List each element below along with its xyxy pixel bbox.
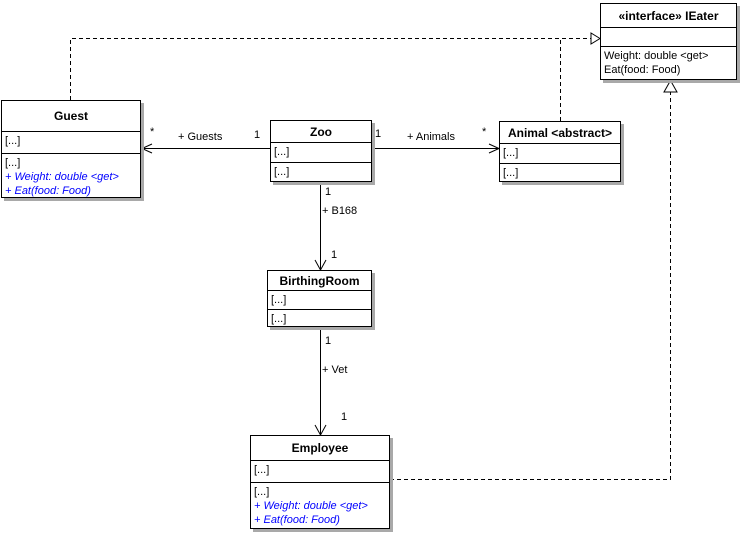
class-member[interactable]: Weight: double <get> (604, 50, 709, 62)
class-title-animal[interactable]: Animal <abstract> (507, 125, 613, 140)
class-box-birthingroom[interactable]: BirthingRoom [...] [...] (267, 270, 372, 327)
association-animals-name-label[interactable]: + Animals (407, 131, 455, 143)
class-attributes-section-guest: [...] (2, 131, 140, 153)
class-attributes-section-zoo: [...] (271, 142, 371, 162)
class-member[interactable]: [...] (5, 156, 21, 169)
realization-line-employee-ieater[interactable] (390, 92, 671, 480)
class-member[interactable]: [...] (5, 135, 21, 147)
class-box-guest[interactable]: Guest [...] [...] + Weight: double <get>… (1, 100, 141, 198)
class-title-employee[interactable]: Employee (291, 441, 349, 455)
association-vet-source-mult[interactable]: 1 (325, 335, 332, 347)
association-guests-name-label[interactable]: + Guests (178, 131, 223, 143)
class-member[interactable]: [...] (274, 166, 290, 178)
association-b168-target-mult[interactable]: 1 (331, 249, 338, 261)
class-operations-section-animal: [...] (500, 163, 620, 181)
class-title-guest[interactable]: Guest (53, 109, 88, 123)
class-operations-section-guest: [...] + Weight: double <get> + Eat(food:… (2, 152, 140, 197)
class-box-employee[interactable]: Employee [...] [...] + Weight: double <g… (250, 435, 390, 529)
class-box-ieater[interactable]: «interface» IEater Weight: double <get> … (600, 3, 737, 80)
class-title-birthingroom[interactable]: BirthingRoom (279, 273, 360, 288)
association-line-zoo-animal[interactable] (372, 143, 501, 154)
class-member[interactable]: [...] (254, 464, 270, 476)
class-member[interactable]: [...] (271, 294, 287, 306)
class-member[interactable]: [...] (254, 486, 270, 498)
association-animals-source-mult[interactable]: 1 (375, 128, 382, 140)
association-guests-target-mult[interactable]: * (150, 126, 155, 138)
class-member-interface[interactable]: + Eat(food: Food) (254, 514, 340, 526)
class-member-interface[interactable]: + Weight: double <get> (254, 500, 368, 512)
class-box-animal[interactable]: Animal <abstract> [...] [...] (499, 121, 621, 182)
association-b168-source-mult[interactable]: 1 (325, 186, 332, 198)
class-member[interactable]: [...] (503, 167, 519, 179)
hollow-triangle-ieater-bottom (663, 79, 678, 93)
association-vet-name-label[interactable]: + Vet (322, 364, 348, 376)
realization-line-guest-ieater[interactable] (70, 38, 592, 101)
class-operations-section-ieater: Weight: double <get> Eat(food: Food) (601, 46, 736, 79)
association-line-zoo-guest[interactable] (140, 143, 270, 154)
class-operations-section-employee: [...] + Weight: double <get> + Eat(food:… (251, 482, 389, 528)
class-member-interface[interactable]: + Eat(food: Food) (5, 184, 91, 197)
class-member-interface[interactable]: + Weight: double <get> (5, 170, 119, 183)
class-attributes-section-ieater (601, 27, 736, 46)
class-operations-section-zoo: [...] (271, 162, 371, 181)
association-b168-name-label[interactable]: + B168 (322, 205, 358, 217)
class-box-zoo[interactable]: Zoo [...] [...] (270, 120, 372, 182)
association-guests-source-mult[interactable]: 1 (254, 129, 261, 141)
class-member[interactable]: [...] (271, 313, 287, 325)
class-member[interactable]: [...] (503, 147, 519, 159)
class-attributes-section-birthingroom: [...] (268, 290, 371, 309)
association-vet-target-mult[interactable]: 1 (341, 411, 348, 423)
class-attributes-section-employee: [...] (251, 460, 389, 482)
association-animals-target-mult[interactable]: * (482, 126, 487, 138)
class-attributes-section-animal: [...] (500, 143, 620, 163)
open-arrowhead-guest (140, 143, 153, 154)
class-title-zoo[interactable]: Zoo (310, 124, 332, 139)
class-member[interactable]: [...] (274, 146, 290, 158)
hollow-triangle-ieater-left (590, 32, 601, 45)
class-operations-section-birthingroom: [...] (268, 309, 371, 326)
class-title-ieater[interactable]: «interface» IEater (618, 8, 719, 23)
class-member[interactable]: Eat(food: Food) (604, 64, 681, 76)
